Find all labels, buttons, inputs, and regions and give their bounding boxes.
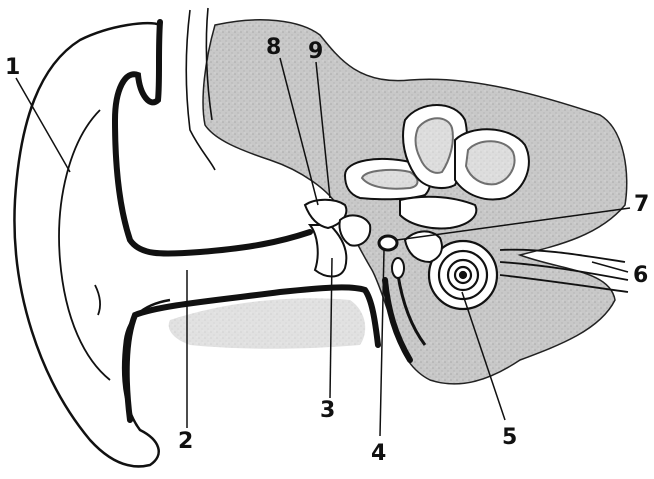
label-3: 3 <box>320 398 335 423</box>
label-4: 4 <box>371 441 386 466</box>
leader-3 <box>330 258 332 398</box>
label-7: 7 <box>634 192 649 217</box>
stapes <box>379 236 397 250</box>
label-2: 2 <box>178 429 193 454</box>
pinna <box>14 23 170 466</box>
incus <box>339 215 370 245</box>
label-1: 1 <box>5 55 20 80</box>
label-8: 8 <box>266 35 281 60</box>
round-window <box>392 258 404 278</box>
label-9: 9 <box>308 39 323 64</box>
leader-6 <box>592 262 628 272</box>
label-6: 6 <box>633 263 648 288</box>
lower-tissue-region <box>169 298 366 349</box>
label-5: 5 <box>502 425 517 450</box>
